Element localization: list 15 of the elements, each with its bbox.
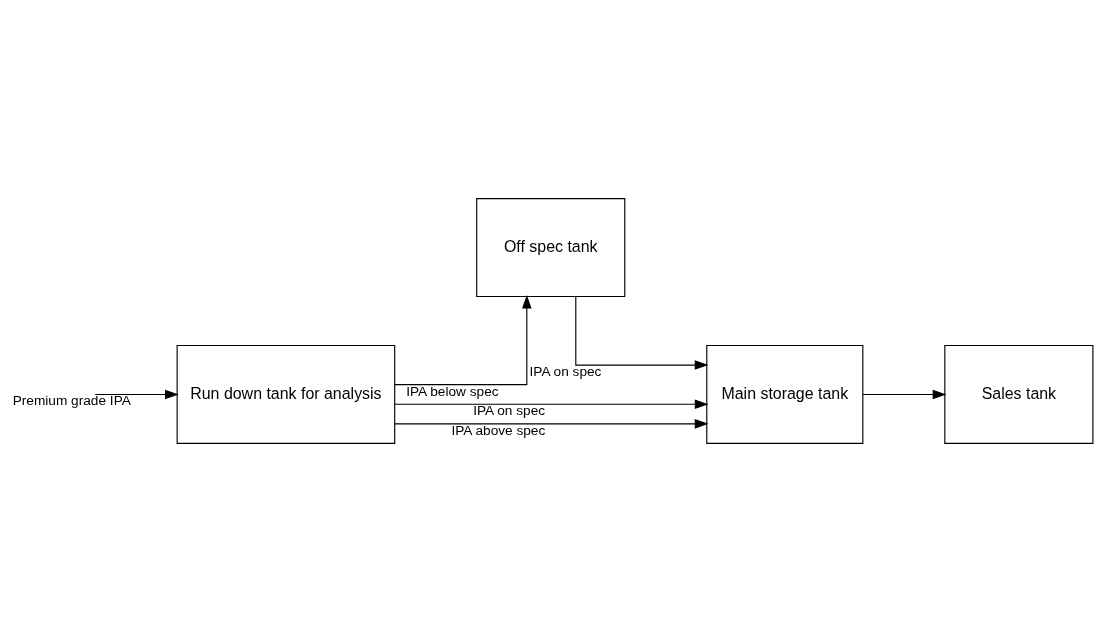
arrow: [394, 294, 532, 385]
edge-label: IPA below spec: [406, 383, 499, 399]
node-box: Main storage tank: [706, 344, 864, 444]
node-box: Sales tank: [944, 344, 1094, 444]
arrow: [394, 418, 709, 429]
arrow: [862, 389, 947, 399]
node-box: Run down tank for analysis: [176, 344, 396, 444]
edge-label: IPA on spec: [529, 363, 602, 379]
edge-label: IPA on spec: [473, 402, 546, 418]
arrow: [94, 389, 179, 399]
edge-label: IPA above spec: [451, 422, 546, 438]
edge-label: Premium grade IPA: [12, 392, 131, 408]
node-box: Off spec tank: [476, 197, 626, 297]
arrow: [394, 398, 709, 409]
arrow: [575, 295, 709, 370]
